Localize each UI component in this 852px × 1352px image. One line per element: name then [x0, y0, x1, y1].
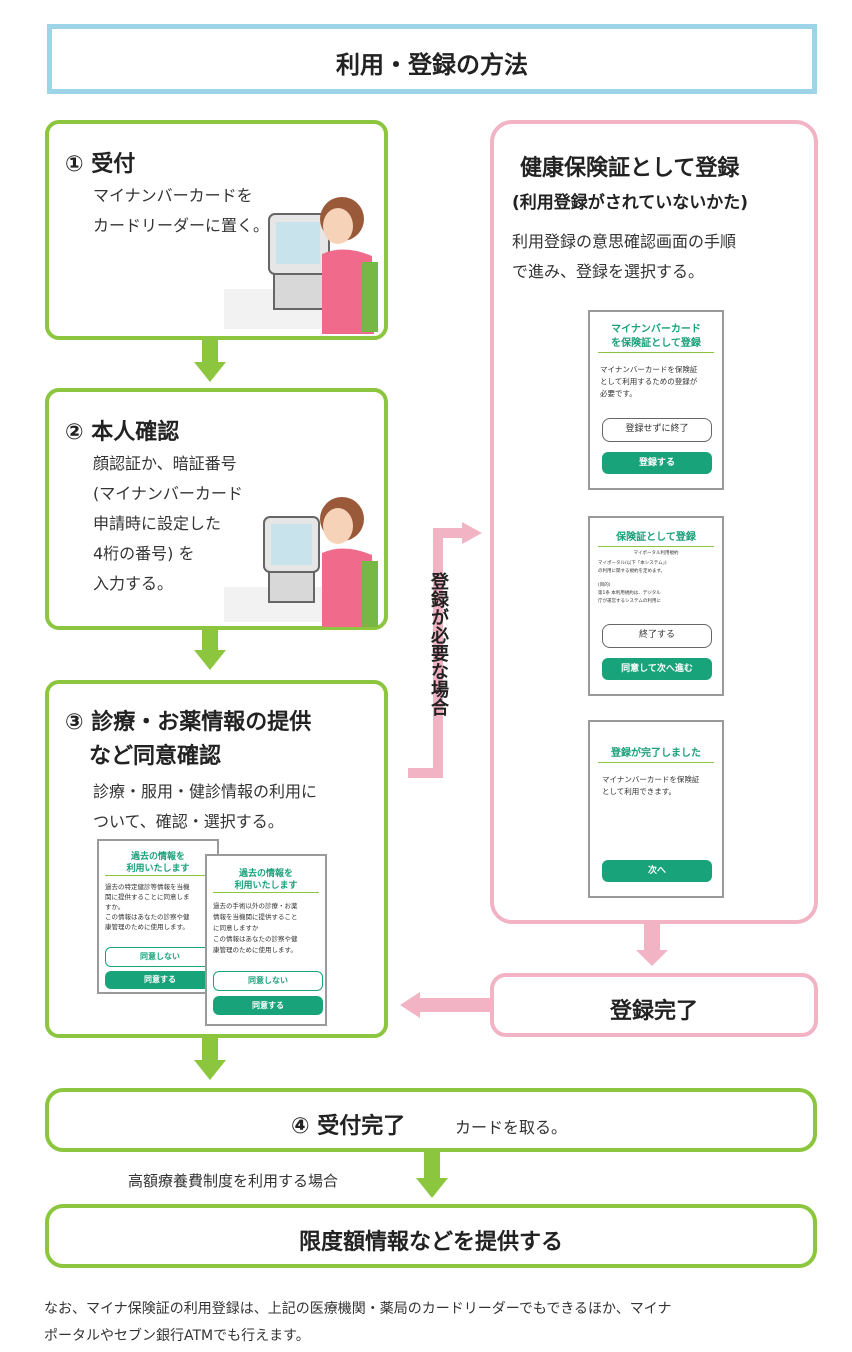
step4-heading: ④ 受付完了: [291, 1114, 406, 1139]
screen2-divider: [598, 546, 714, 547]
screen3-body-1: マイナンバーカードを保険証: [602, 775, 700, 784]
screen1-register-button[interactable]: 登録する: [602, 452, 712, 474]
screen-b-accept-button[interactable]: 同意する: [213, 996, 323, 1015]
screen-b-title-1: 過去の情報を: [238, 869, 293, 879]
screen-b-body-5: 康管理のために使用します。: [213, 946, 297, 954]
register-screen-3: 登録が完了しました マイナンバーカードを保険証 として利用できます。 次へ: [588, 720, 724, 898]
screen1-body-3: 必要です。: [600, 389, 637, 398]
registration-required-label: 登録が必要な場合: [428, 572, 449, 716]
step1-text-1: マイナンバーカードを: [93, 186, 253, 205]
screen2-fine-4: 第1条 本利用規約は、デジタル: [598, 591, 661, 596]
screen-b-divider: [213, 892, 319, 893]
screen1-title-1: マイナンバーカード: [611, 324, 701, 335]
step2-text-2: (マイナンバーカード: [93, 484, 243, 503]
screen-a-divider: [105, 875, 211, 876]
screen2-fine-2: の利用に関する規約を定めます。: [598, 569, 666, 574]
pin-entry-person-illustration: [224, 497, 378, 627]
screen1-body-1: マイナンバーカードを保険証: [600, 365, 698, 374]
page-title: 利用・登録の方法: [336, 51, 528, 79]
screen1-divider: [598, 352, 714, 353]
screen-b-decline-button[interactable]: 同意しない: [213, 971, 323, 991]
screen1-title-2: を保険証として登録: [611, 338, 701, 349]
screen-a-title-1: 過去の情報を: [130, 852, 185, 862]
screen-b-body-3: に同意しますか: [213, 924, 259, 932]
screen-b-title-2: 利用いたします: [234, 881, 298, 891]
screen1-body-2: として利用するための登録が: [600, 377, 698, 386]
screen2-title: 保険証として登録: [616, 532, 696, 543]
screen2-fine-1: マイポータル(以下「本システム」): [598, 561, 667, 566]
footnote-line-1: なお、マイナ保険証の利用登録は、上記の医療機関・薬局のカードリーダーでもできるほ…: [44, 1301, 672, 1317]
register-heading: 健康保険証として登録: [520, 156, 740, 181]
screen-a-body-3: すか。: [105, 903, 125, 911]
screen-b-body-1: 過去の手術以外の診療・お薬: [213, 902, 298, 910]
register-subheading: (利用登録がされていないかた): [512, 193, 749, 213]
footnote-line-2: ポータルやセブン銀行ATMでも行えます。: [44, 1328, 310, 1344]
step3-box: ③ 診療・お薬情報の提供 など同意確認 診療・服用・健診情報の利用に ついて、確…: [45, 680, 388, 1038]
screen2-end-button[interactable]: 終了する: [602, 624, 712, 648]
step2-text-1: 顔認証か、暗証番号: [93, 454, 237, 473]
register-text-2: で進み、登録を選択する。: [512, 262, 705, 281]
screen2-fine-5: 庁が運営するシステムの利用に: [598, 599, 661, 604]
register-done-label: 登録完了: [609, 999, 698, 1024]
step3-text-2: ついて、確認・選択する。: [93, 812, 284, 831]
screen-a-body-1: 過去の特定健診等情報を当機: [105, 883, 190, 891]
register-screen-1: マイナンバーカード を保険証として登録 マイナンバーカードを保険証 として利用す…: [588, 310, 724, 490]
screen3-body-2: として利用できます。: [602, 787, 677, 796]
screen3-title: 登録が完了しました: [611, 748, 701, 759]
screen-a-decline-button[interactable]: 同意しない: [105, 947, 215, 967]
screen3-next-button[interactable]: 次へ: [602, 860, 712, 882]
high-cost-label: 高額療養費制度を利用する場合: [128, 1172, 339, 1190]
step2-text-5: 入力する。: [93, 574, 174, 593]
step4-box: ④ 受付完了 カードを取る。: [45, 1088, 817, 1152]
screen2-agree-next-button[interactable]: 同意して次へ進む: [602, 658, 712, 680]
limit-label: 限度額情報などを提供する: [298, 1230, 563, 1255]
step3-heading-1: ③ 診療・お薬情報の提供: [65, 710, 312, 735]
screen-a-title-2: 利用いたします: [126, 864, 190, 874]
step2-heading: ② 本人確認: [65, 420, 180, 445]
screen2-fine-3: (目的): [598, 583, 611, 588]
step3-text-1: 診療・服用・健診情報の利用に: [93, 782, 318, 801]
step1-box: ① 受付 マイナンバーカードを カードリーダーに置く。: [45, 120, 388, 340]
screen-a-body-4: この情報はあなたの診察や健: [105, 913, 190, 921]
screen1-cancel-button[interactable]: 登録せずに終了: [602, 418, 712, 442]
register-screen-2: 保険証として登録 マイポータル利用規約 マイポータル(以下「本システム」) の利…: [588, 516, 724, 696]
screen3-divider: [598, 762, 714, 763]
consent-screen-a: 過去の情報を 利用いたします 過去の特定健診等情報を当機 関に提供することに同意…: [97, 839, 219, 994]
screen-b-body-2: 情報を当機関に提供すること: [213, 913, 298, 921]
step2-text-4: 4桁の番号) を: [93, 544, 195, 563]
step2-text-3: 申請時に設定した: [93, 514, 222, 533]
register-done-box: 登録完了: [490, 973, 818, 1037]
screen-a-accept-button[interactable]: 同意する: [105, 971, 215, 989]
step3-heading-2: など同意確認: [89, 744, 222, 769]
screen-a-body-5: 康管理のために使用します。: [105, 923, 189, 931]
step1-heading: ① 受付: [65, 152, 136, 177]
card-reader-person-illustration: [224, 197, 378, 334]
screen2-small-title: マイポータル利用規約: [633, 551, 679, 556]
step1-text-2: カードリーダーに置く。: [93, 216, 270, 235]
title-banner: 利用・登録の方法: [47, 24, 817, 94]
limit-box: 限度額情報などを提供する: [45, 1204, 817, 1268]
screen-b-body-4: この情報はあなたの診察や健: [213, 935, 298, 943]
step4-note: カードを取る。: [455, 1118, 568, 1137]
register-box: 健康保険証として登録 (利用登録がされていないかた) 利用登録の意思確認画面の手…: [490, 120, 818, 924]
consent-screen-b: 過去の情報を 利用いたします 過去の手術以外の診療・お薬 情報を当機関に提供する…: [205, 854, 327, 1026]
screen-a-body-2: 関に提供することに同意しま: [105, 893, 190, 901]
register-text-1: 利用登録の意思確認画面の手順: [512, 232, 737, 251]
step2-box: ② 本人確認 顔認証か、暗証番号 (マイナンバーカード 申請時に設定した 4桁の…: [45, 388, 388, 630]
